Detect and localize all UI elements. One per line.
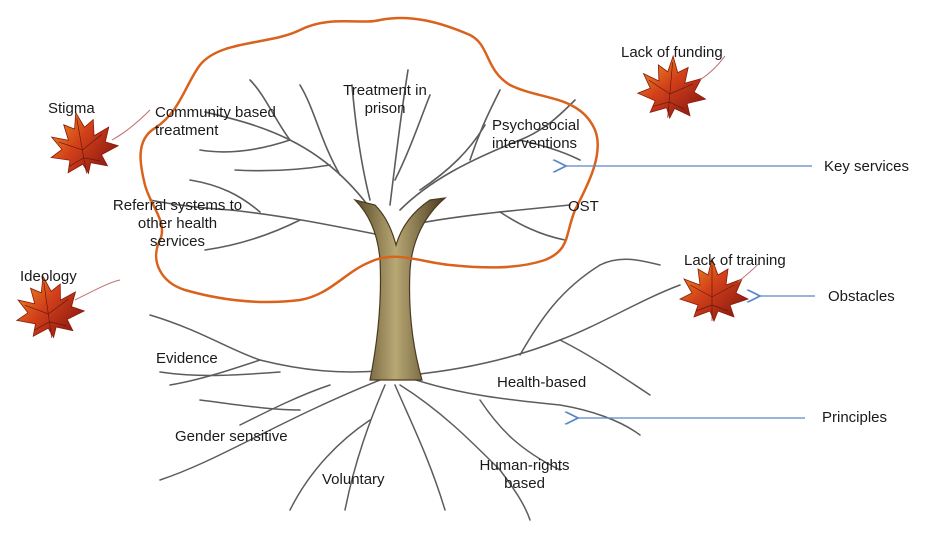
obstacle-training-label: Lack of training bbox=[684, 252, 786, 270]
service-psychosocial-label: Psychosocial interventions bbox=[492, 117, 580, 153]
principle-human-rights-label: Human-rights based bbox=[462, 457, 587, 493]
service-community-label: Community based treatment bbox=[155, 104, 276, 140]
service-ost-label: OST bbox=[568, 198, 599, 216]
legend-obstacles: Obstacles bbox=[828, 288, 895, 305]
service-prison-label: Treatment in prison bbox=[325, 82, 445, 118]
maple-leaf-icon bbox=[636, 53, 709, 121]
principle-voluntary-label: Voluntary bbox=[322, 471, 385, 489]
key-services-outline bbox=[141, 18, 598, 302]
legend-key-services: Key services bbox=[824, 158, 909, 175]
principle-gender-label: Gender sensitive bbox=[175, 428, 288, 446]
principle-health-label: Health-based bbox=[497, 374, 586, 392]
principle-evidence-label: Evidence bbox=[156, 350, 218, 368]
obstacle-funding-label: Lack of funding bbox=[621, 44, 723, 62]
obstacle-ideology-label: Ideology bbox=[20, 268, 77, 286]
obstacle-stigma-label: Stigma bbox=[48, 100, 95, 118]
legend-principles: Principles bbox=[822, 409, 887, 426]
tree-trunk bbox=[355, 198, 445, 380]
service-referral-label: Referral systems to other health service… bbox=[95, 197, 260, 251]
